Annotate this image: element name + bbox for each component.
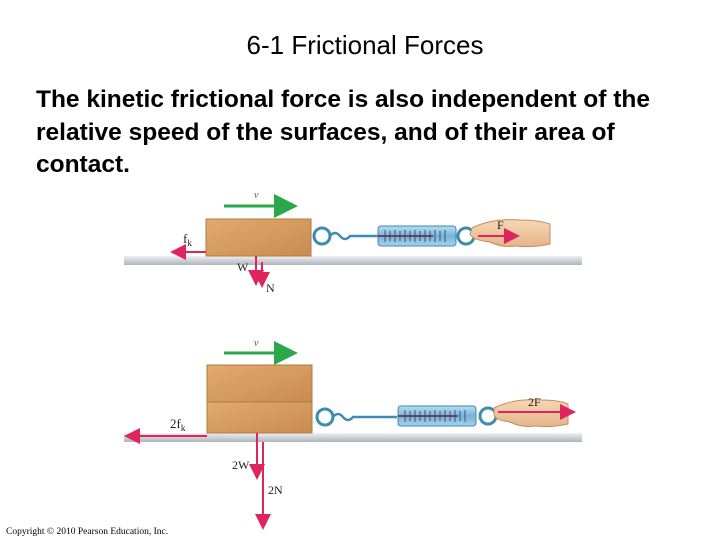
slide-body-text: The kinetic frictional force is also ind… <box>36 86 650 178</box>
bottom-friction-label: 2fk <box>170 416 186 433</box>
top-panel: v fk W N F <box>124 190 582 295</box>
top-hand <box>469 219 551 248</box>
top-surface <box>124 256 582 265</box>
bottom-box-upper <box>206 364 313 403</box>
copyright-notice: Copyright © 2010 Pearson Education, Inc. <box>6 527 169 537</box>
bottom-panel: v 2fk 2W 2N 2F <box>124 338 582 530</box>
bottom-weight-label: 2W <box>232 458 250 472</box>
top-box <box>205 218 312 257</box>
bottom-hand <box>493 399 569 428</box>
top-normal-label: N <box>266 281 275 295</box>
top-friction-label: fk <box>183 231 192 248</box>
bottom-hook-ring <box>315 407 335 427</box>
bottom-box-lower <box>206 401 313 434</box>
top-weight-label: W <box>237 260 249 274</box>
top-velocity-label: v <box>254 190 259 201</box>
bottom-hook-spring <box>332 412 397 422</box>
slide-title: 6-1 Frictional Forces <box>246 30 484 60</box>
top-hook-ring <box>312 226 332 246</box>
top-hook-spring <box>329 231 378 241</box>
bottom-surface <box>124 433 582 442</box>
bottom-velocity-label: v <box>254 338 259 349</box>
bottom-applied-force-label: 2F <box>528 395 541 409</box>
top-applied-force-label: F <box>497 218 504 232</box>
bottom-normal-label: 2N <box>268 483 283 497</box>
